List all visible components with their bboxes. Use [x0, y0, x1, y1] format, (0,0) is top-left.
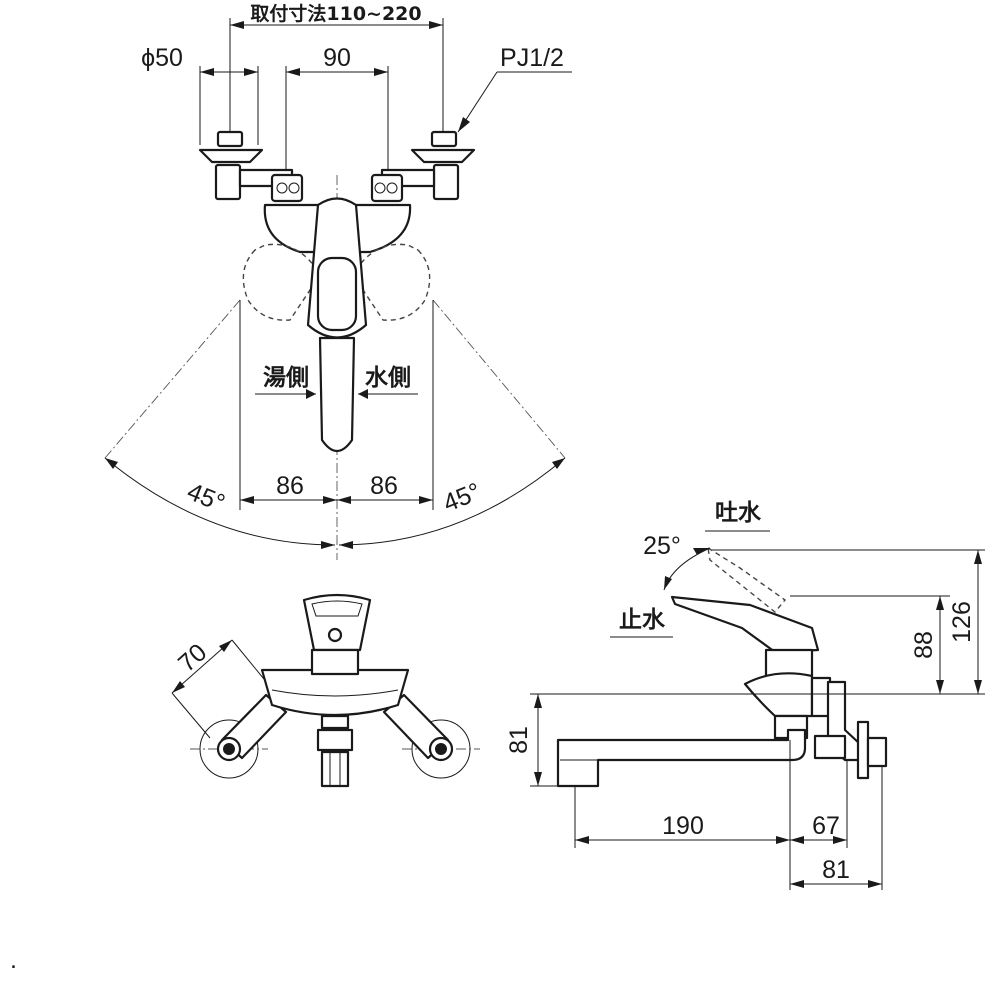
height-126-label: 126	[948, 601, 976, 643]
depth-70-label: 70	[173, 638, 212, 677]
arrowhead	[219, 640, 232, 652]
lever-angle-label: 25°	[643, 532, 681, 560]
arrowhead	[693, 548, 710, 555]
lever-stem	[310, 648, 360, 676]
water-off-label: 止水	[619, 607, 666, 633]
front-view: 70	[171, 593, 480, 788]
right-swing-centerline	[432, 299, 566, 459]
hot-side-label: 湯側	[263, 365, 309, 391]
arrowhead	[358, 389, 368, 399]
arrowhead	[575, 836, 589, 844]
arrowhead	[552, 458, 565, 469]
arrowhead	[534, 772, 542, 786]
arrowhead	[419, 496, 433, 504]
arrowhead	[936, 680, 944, 694]
arrowhead	[868, 880, 882, 888]
right-angle-arc	[338, 457, 566, 546]
arrowhead	[936, 596, 944, 610]
mount-pitch-label: 取付寸法110~220	[250, 2, 421, 25]
height-81-label: 81	[505, 726, 533, 754]
spout-side	[556, 728, 807, 788]
depth-70-ext-bottom	[171, 692, 211, 739]
lever-closed	[670, 595, 820, 654]
arrowhead	[790, 836, 804, 844]
arrowhead	[974, 680, 982, 694]
lever-slot	[311, 600, 363, 617]
arrowhead	[105, 458, 118, 469]
side-view: 25° 吐水 止水 126 88	[505, 500, 985, 890]
arrowhead	[323, 496, 337, 504]
right-union-fitting	[370, 130, 476, 203]
diameter-label: ϕ50	[141, 44, 183, 72]
arrowhead	[240, 496, 254, 504]
wall-flange-side	[856, 720, 870, 780]
left-swing-centerline	[104, 299, 241, 459]
outlet-nut	[320, 714, 350, 730]
thread-connector-side	[866, 736, 888, 768]
thread-label: PJ1/2	[500, 44, 564, 72]
arrowhead	[230, 21, 244, 29]
hot-lever-ghost	[242, 243, 321, 321]
arrowhead	[833, 836, 847, 844]
arrowhead	[172, 681, 185, 693]
arrowhead	[664, 576, 672, 590]
arrowhead	[790, 880, 804, 888]
depth-70-ext-top	[231, 639, 269, 685]
corner-mark: .	[10, 946, 17, 974]
arrowhead	[337, 496, 351, 504]
right-angle-label: 45°	[439, 478, 485, 518]
arrowhead	[458, 117, 470, 132]
width-90-label: 90	[323, 44, 351, 72]
height-88-label: 88	[910, 631, 938, 659]
cold-side-label: 水側	[365, 365, 411, 391]
outlet-tip	[320, 750, 350, 788]
depth-81-label: 81	[822, 856, 850, 884]
arrowhead	[339, 541, 353, 549]
lever-open-ghost	[707, 546, 787, 613]
outlet-body	[316, 728, 354, 752]
right-86-label: 86	[370, 472, 398, 500]
body-edge	[271, 689, 399, 697]
lever-screw	[327, 627, 343, 643]
arrowhead	[200, 68, 214, 76]
left-angle-label: 45°	[183, 478, 229, 518]
arrowhead	[374, 68, 388, 76]
depth-67-label: 67	[812, 812, 840, 840]
right-union-core	[435, 743, 447, 755]
faucet-body-front	[260, 668, 410, 717]
left-union-core	[223, 743, 235, 755]
lever-grip	[316, 256, 358, 332]
arrowhead	[286, 68, 300, 76]
lever-handle-front	[302, 593, 372, 652]
arrowhead	[306, 389, 316, 399]
arrowhead	[534, 694, 542, 708]
spout-top	[318, 336, 356, 453]
left-union-fitting	[198, 130, 304, 203]
left-angle-arc	[104, 457, 336, 546]
arrowhead	[974, 550, 982, 564]
water-on-label: 吐水	[715, 500, 762, 526]
top-view: 取付寸法110~220 ϕ50 90 PJ1/2	[104, 2, 572, 560]
cartridge-cover	[764, 648, 814, 678]
spout-190-label: 190	[662, 812, 704, 840]
left-86-label: 86	[276, 472, 304, 500]
arrowhead	[321, 541, 335, 549]
arrowhead	[244, 68, 258, 76]
faucet-body-side	[743, 672, 814, 718]
arrowhead	[776, 836, 790, 844]
arrowhead	[429, 21, 443, 29]
cold-lever-ghost	[352, 243, 431, 321]
union-joint-side	[813, 734, 847, 760]
